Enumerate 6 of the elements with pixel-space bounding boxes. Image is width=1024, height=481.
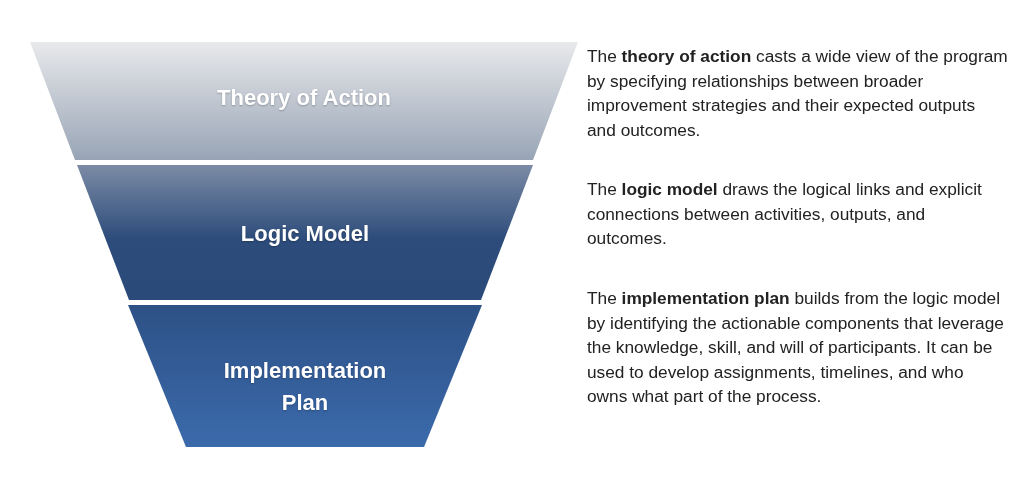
description-paragraph: The logic model draws the logical links and explicit connections between activities, outputs, and outcomes. — [587, 178, 983, 250]
band-label: Implementation Plan — [222, 357, 388, 417]
band-label: Logic Model — [239, 220, 371, 248]
description-paragraph: The implementation plan builds from the logic model by identifying the actionable components that leverage the knowledge, skill, and will of participants. It can be used to develop assignments, timelines, and who owns what part of the process. — [587, 287, 1005, 408]
description-paragraph: The theory of action casts a wide view of the program by specifying relationships between broader improvement strategies and their expected outputs and outcomes. — [587, 45, 1008, 142]
band-label: Theory of Action — [216, 84, 392, 112]
